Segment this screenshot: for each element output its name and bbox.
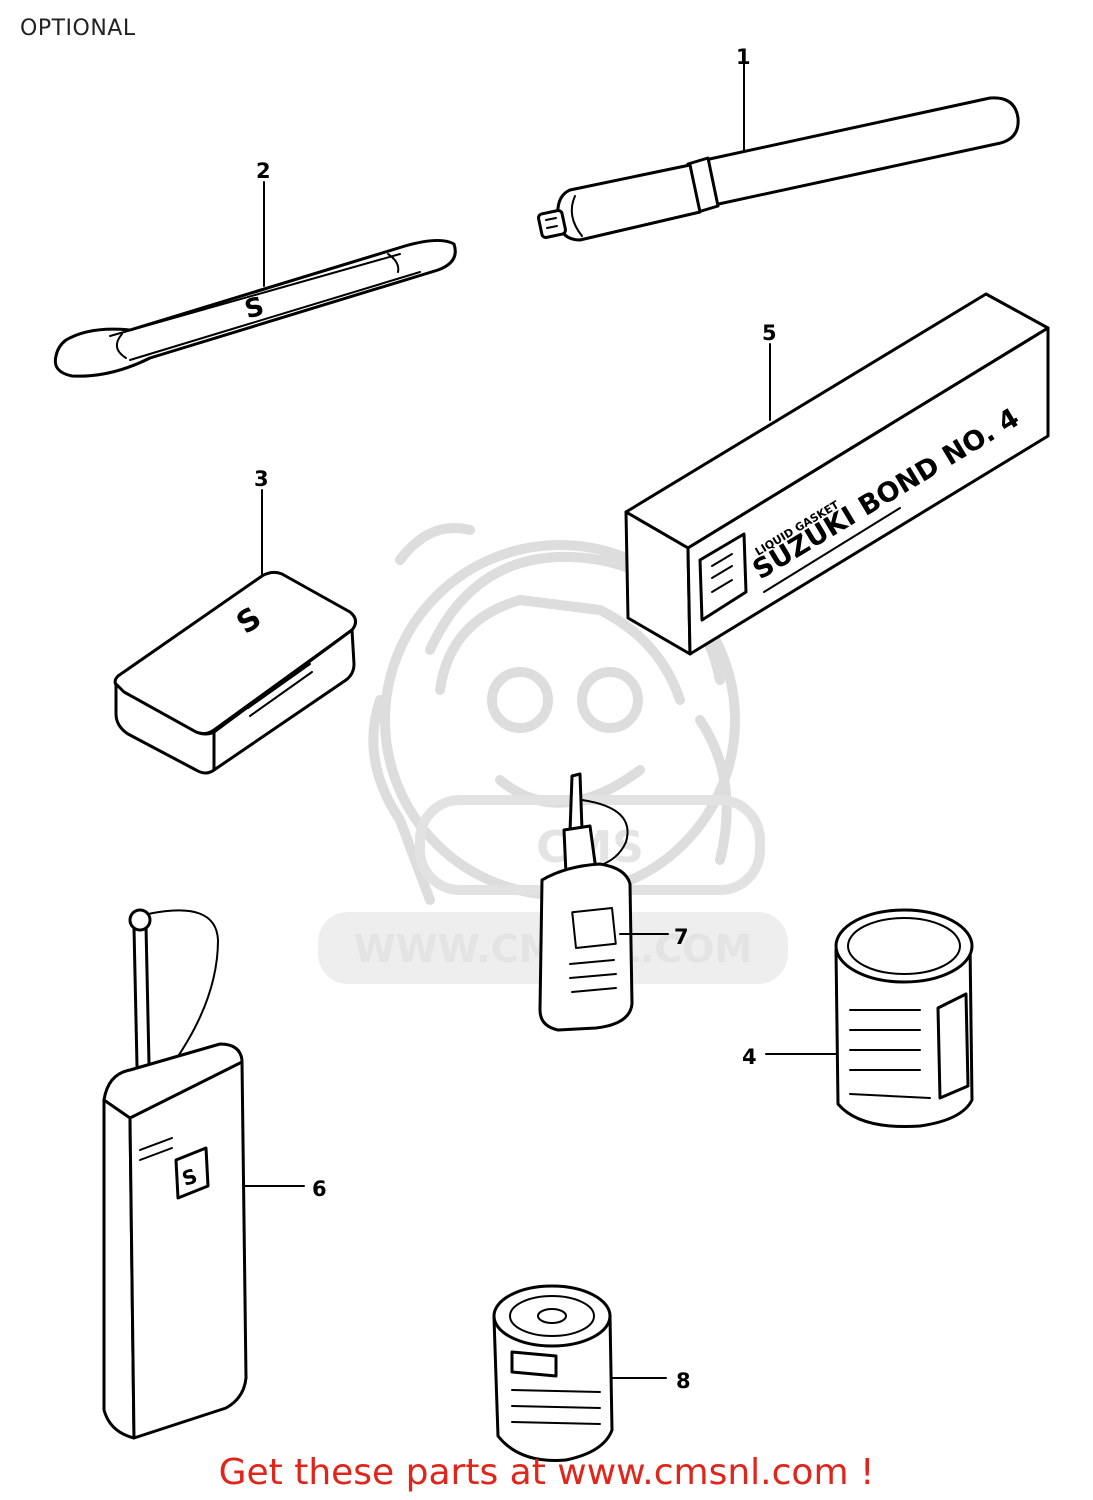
part-8-small-tin[interactable]: 8 xyxy=(492,1284,691,1462)
callout-2: 2 xyxy=(256,159,271,183)
small-tin-icon xyxy=(492,1284,614,1462)
tyre-lever-icon: S xyxy=(53,239,457,378)
callout-5: 5 xyxy=(762,321,777,345)
paint-can-icon xyxy=(834,908,974,1128)
suzuki-bond-box-icon: LIQUID GASKET SUZUKI BOND NO. 4 xyxy=(624,292,1050,656)
callout-1: 1 xyxy=(736,45,751,69)
repair-kit-box-icon: S xyxy=(113,570,357,775)
callout-6: 6 xyxy=(312,1177,327,1201)
oil-bottle-icon xyxy=(538,772,634,1032)
callout-4: 4 xyxy=(742,1045,757,1069)
get-parts-link[interactable]: Get these parts at www.cmsnl.com ! xyxy=(218,1452,875,1493)
callout-7: 7 xyxy=(674,925,689,949)
part-6-oil-can[interactable]: S 6 xyxy=(102,908,327,1440)
page-title: OPTIONAL xyxy=(20,16,136,41)
part-7-oil-bottle[interactable]: 7 xyxy=(538,772,689,1032)
oil-can-brand-letter: S xyxy=(179,1164,200,1191)
part-2-tyre-lever[interactable]: S 2 xyxy=(53,159,457,378)
hand-pump-icon xyxy=(537,96,1020,242)
callout-8: 8 xyxy=(676,1369,691,1393)
oil-can-icon: S xyxy=(102,908,248,1440)
part-1-hand-pump[interactable]: 1 xyxy=(537,45,1020,242)
part-3-repair-kit-box[interactable]: S 3 xyxy=(113,467,357,775)
part-4-paint-can[interactable]: 4 xyxy=(742,908,974,1128)
callout-3: 3 xyxy=(254,467,269,491)
part-5-suzuki-bond-box[interactable]: LIQUID GASKET SUZUKI BOND NO. 4 5 xyxy=(624,292,1050,656)
